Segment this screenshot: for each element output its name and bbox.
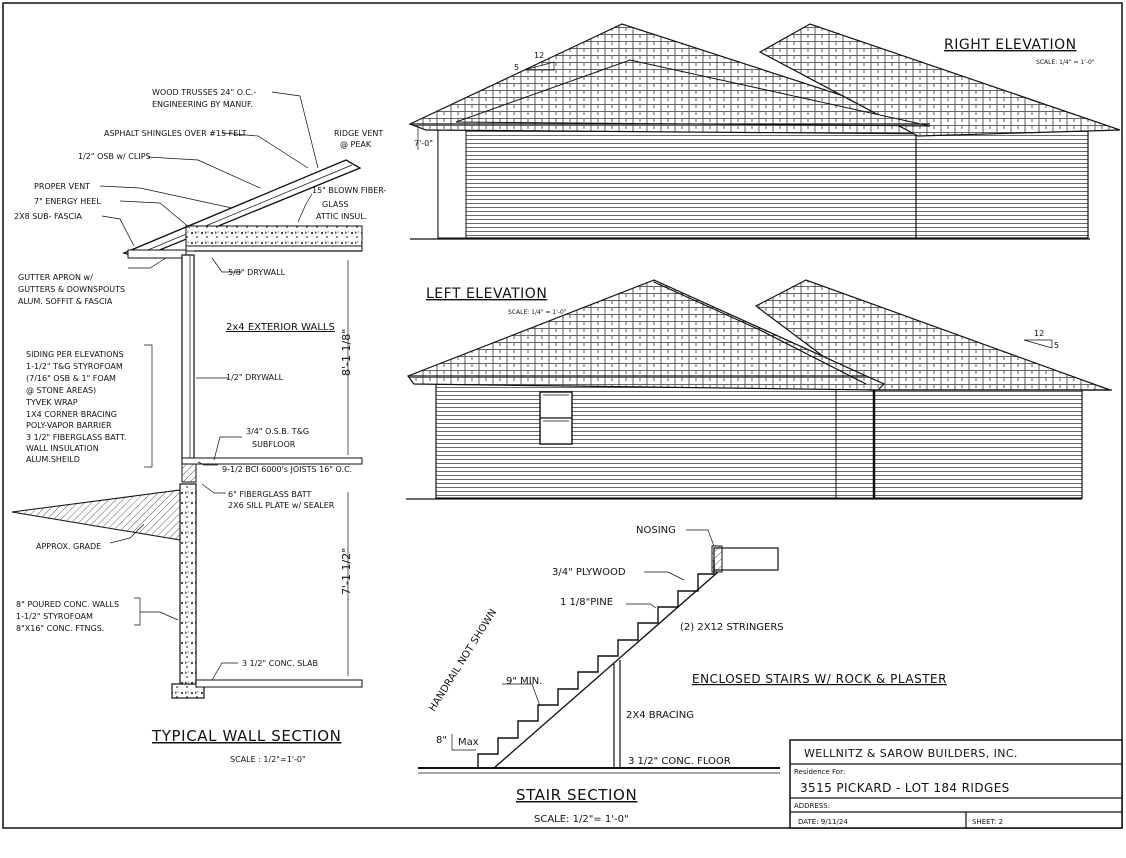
label-energy-heel: 7" ENERGY HEEL	[34, 197, 101, 206]
title-block-address-label: ADDRESS:	[794, 802, 830, 810]
conc-note: 1-1/2" STYROFOAM	[16, 612, 93, 621]
siding-note: SIDING PER ELEVATIONS	[26, 350, 124, 359]
label-subfloor-1: 3/4" O.S.B. T&G	[246, 427, 309, 436]
label-gutter-1: GUTTER APRON w/	[18, 273, 93, 282]
siding-note: ALUM.SHEILD	[26, 455, 80, 464]
label-batt: 6" FIBERGLASS BATT	[228, 490, 311, 499]
left-elevation-wall	[435, 383, 1083, 499]
label-exterior-walls: 2x4 EXTERIOR WALLS	[226, 322, 335, 333]
label-grade: APPROX. GRADE	[36, 542, 101, 551]
right-elevation-wall	[437, 127, 1089, 239]
right-elevation-scale: SCALE: 1/4" = 1'-0"	[1036, 59, 1095, 66]
stair-treads	[477, 560, 715, 768]
left-pitch-rise: 5	[1054, 341, 1059, 350]
siding-note: 1X4 CORNER BRACING	[26, 410, 117, 419]
left-elevation-scale: SCALE: 1/4" = 1'-0"	[508, 309, 567, 316]
stair-max-value: 8"	[436, 735, 447, 746]
stair-bracing: 2X4 BRACING	[626, 710, 694, 721]
label-gutter-2: GUTTERS & DOWNSPOUTS	[18, 285, 125, 294]
left-elevation-title: LEFT ELEVATION	[426, 286, 547, 302]
stair-stringer	[493, 571, 719, 769]
label-sill: 2X6 SILL PLATE w/ SEALER	[228, 501, 335, 510]
title-block-sheet: SHEET: 2	[972, 818, 1003, 826]
concrete-slab	[195, 679, 363, 688]
stair-pine: 1 1/8"PINE	[560, 597, 613, 608]
siding-notes: SIDING PER ELEVATIONS 1-1/2" T&G STYROFO…	[25, 350, 126, 464]
conc-note: 8" POURED CONC. WALLS	[16, 600, 119, 609]
label-drywall-12: 1/2" DRYWALL	[226, 373, 284, 382]
stair-min: 9" MIN.	[506, 676, 542, 687]
conc-note: 8"X16" CONC. FTNGS.	[16, 624, 104, 633]
typical-wall-section: WOOD TRUSSES 24" O.C.- ENGINEERING BY MA…	[11, 88, 387, 764]
label-blown-insul-2: GLASS	[322, 200, 348, 209]
label-shingles: ASPHALT SHINGLES OVER #15 FELT	[104, 129, 247, 138]
siding-note: TYVEK WRAP	[25, 398, 78, 407]
title-block-residence-label: Residence For:	[794, 768, 845, 776]
label-blown-insul-3: ATTIC INSUL.	[316, 212, 367, 221]
stair-enclosed-note: ENCLOSED STAIRS W/ ROCK & PLASTER	[692, 672, 947, 686]
dim-lower-wall: 7'-1 1/2"	[340, 548, 353, 595]
approx-grade	[11, 489, 181, 541]
siding-note: WALL INSULATION	[26, 444, 99, 453]
siding-note: (7/16" OSB & 1" FOAM	[26, 374, 116, 383]
stair-nosing: NOSING	[636, 525, 676, 536]
stair-stringers: (2) 2X12 STRINGERS	[680, 622, 784, 633]
stair-max-label: Max	[458, 737, 479, 748]
label-trusses: WOOD TRUSSES 24" O.C.-	[152, 88, 256, 97]
siding-note: 1-1/2" T&G STYROFOAM	[26, 362, 123, 371]
wall-section-scale: SCALE : 1/2"=1'-0"	[230, 755, 306, 764]
sheet-border	[2, 2, 1123, 829]
foundation-wall	[179, 483, 197, 687]
stair-section-scale: SCALE: 1/2"= 1'-0"	[534, 814, 629, 825]
exterior-wall	[181, 254, 195, 464]
label-engineering: ENGINEERING BY MANUF.	[152, 100, 253, 109]
right-pitch-rise: 5	[514, 63, 519, 72]
label-ridge-vent-peak: @ PEAK	[340, 140, 372, 149]
right-pitch-run: 12	[534, 51, 544, 60]
label-proper-vent: PROPER VENT	[34, 182, 90, 191]
title-block: WELLNITZ & SAROW BUILDERS, INC. Residenc…	[789, 739, 1123, 829]
stair-handrail-note: HANDRAIL NOT SHOWN	[427, 607, 499, 713]
right-height-dim: 7'-0"	[414, 139, 433, 148]
label-gutter-3: ALUM. SOFFIT & FASCIA	[18, 297, 113, 306]
left-elevation: 12 5 LEFT ELEVATION SCALE: 1/4" = 1'-0"	[406, 279, 1112, 500]
label-osb: 1/2" OSB w/ CLIPS	[78, 152, 151, 161]
right-elevation-title: RIGHT ELEVATION	[944, 37, 1077, 53]
title-block-company: WELLNITZ & SAROW BUILDERS, INC.	[804, 747, 1018, 760]
right-elevation: 12 5 7'-0" RIGHT ELEVATION SCALE: 1/4" =…	[408, 23, 1121, 240]
stair-section-title: STAIR SECTION	[516, 786, 637, 804]
label-blown-insul-1: 15" BLOWN FIBER-	[312, 186, 387, 195]
stair-floor: 3 1/2" CONC. FLOOR	[628, 756, 731, 767]
stair-plywood: 3/4" PLYWOOD	[552, 567, 626, 578]
title-block-residence: 3515 PICKARD - LOT 184 RIDGES	[800, 781, 1010, 795]
label-subfloor-2: SUBFLOOR	[252, 440, 296, 449]
stair-landing	[713, 547, 779, 571]
label-drywall-58: 5/8" DRYWALL	[228, 268, 286, 277]
label-ridge-vent: RIDGE VENT	[334, 129, 383, 138]
label-slab: 3 1/2" CONC. SLAB	[242, 659, 318, 668]
right-elevation-rear-roof	[758, 23, 1121, 137]
label-joists: 9-1/2 BCI 6000's JOISTS 16" O.C.	[222, 465, 352, 474]
siding-note: @ STONE AREAS)	[26, 386, 96, 395]
siding-note: POLY-VAPOR BARRIER	[26, 421, 112, 430]
title-block-date: DATE: 9/11/24	[798, 818, 848, 826]
wall-section-title: TYPICAL WALL SECTION	[151, 727, 342, 745]
dim-upper-wall: 8'-1 1/8"	[340, 329, 353, 376]
left-elevation-front-roof	[407, 279, 886, 391]
left-pitch-run: 12	[1034, 329, 1044, 338]
siding-note: 3 1/2" FIBERGLASS BATT.	[26, 433, 126, 442]
label-sub-fascia: 2X8 SUB- FASCIA	[14, 212, 82, 221]
